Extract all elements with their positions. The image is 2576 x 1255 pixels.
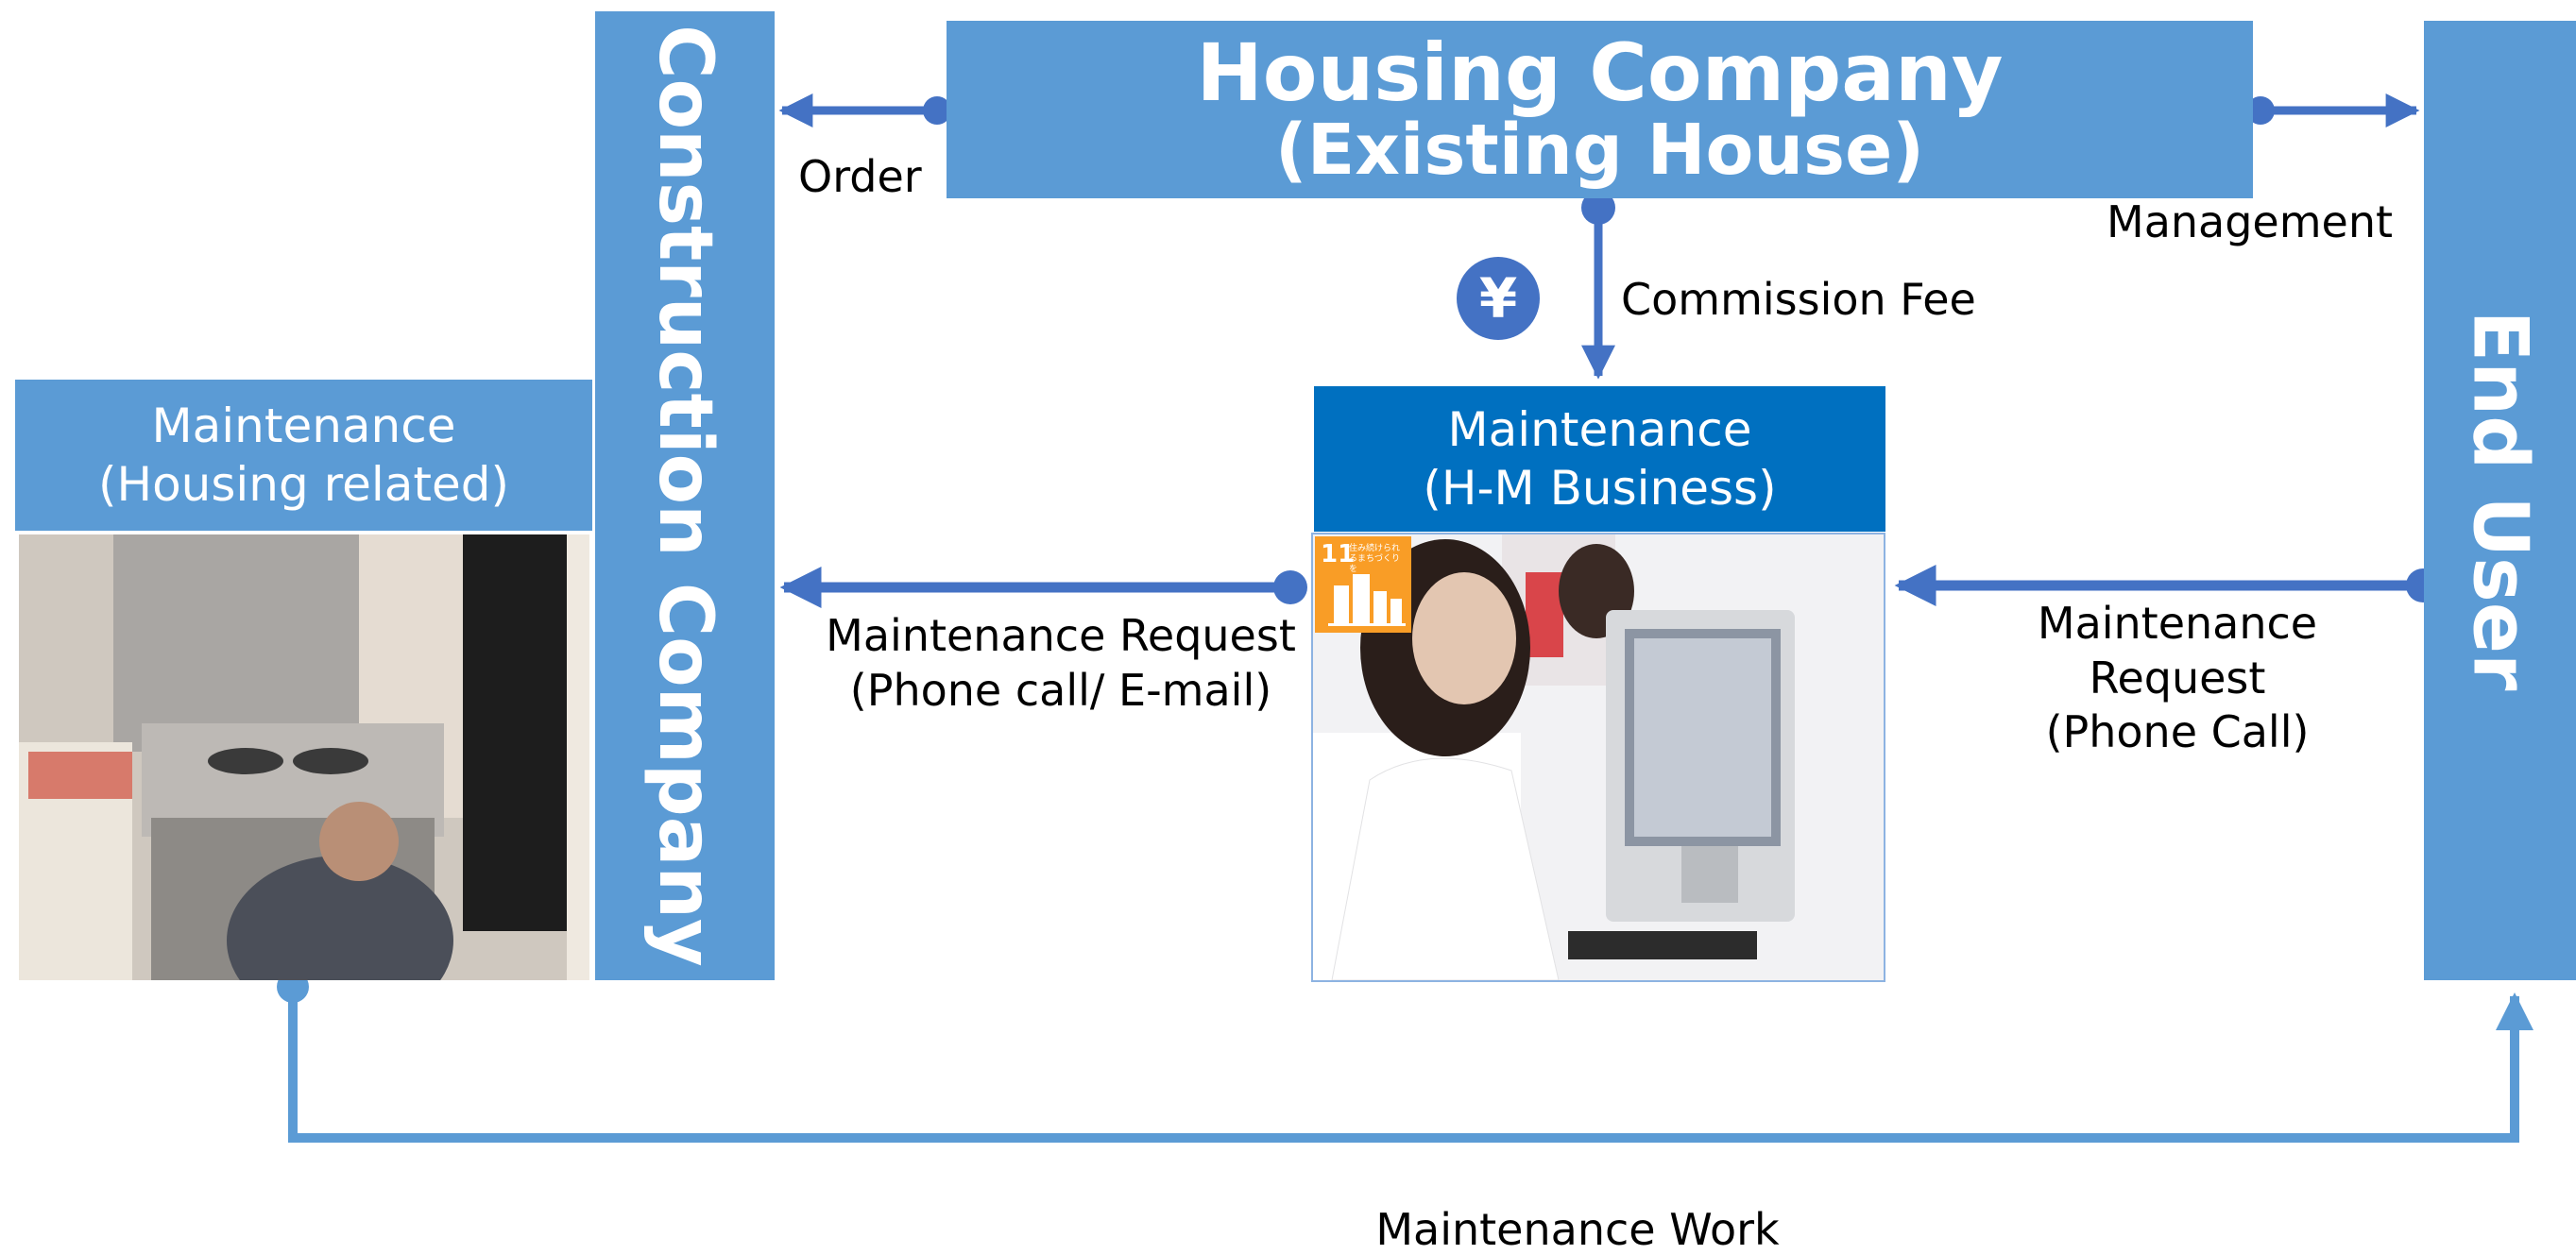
maintenance-request-left-line1: Maintenance Request bbox=[826, 610, 1296, 661]
commission-fee-arrow bbox=[1581, 191, 1615, 380]
maintenance-work-label: Maintenance Work bbox=[1375, 1204, 1780, 1255]
call-center-illustration bbox=[1313, 534, 1884, 980]
end-user-box: End User bbox=[2424, 21, 2576, 980]
construction-company-label: Construction Company bbox=[642, 25, 727, 967]
yen-icon: ¥ bbox=[1457, 257, 1540, 340]
kitchen-illustration bbox=[19, 534, 589, 980]
housing-company-box: Housing Company (Existing House) bbox=[947, 21, 2253, 198]
sdg-11-badge: 11 住み続けられるまちづくりを bbox=[1315, 536, 1411, 633]
commission-fee-label: Commission Fee bbox=[1621, 274, 1976, 325]
construction-company-box: Construction Company bbox=[595, 11, 775, 980]
maintenance-work-arrow bbox=[277, 971, 2533, 1143]
maintenance-request-left-label: Maintenance Request (Phone call/ E-mail) bbox=[820, 609, 1302, 718]
kitchen-repair-photo bbox=[19, 534, 589, 980]
maintenance-request-right-label: Maintenance Request (Phone Call) bbox=[1988, 597, 2366, 760]
housing-company-title: Housing Company bbox=[1196, 26, 2004, 120]
management-arrow bbox=[2246, 93, 2420, 127]
yen-symbol: ¥ bbox=[1478, 266, 1518, 331]
maintenance-hm-header: Maintenance (H-M Business) bbox=[1314, 386, 1885, 532]
order-arrow bbox=[778, 93, 951, 127]
maintenance-housing-title: Maintenance bbox=[151, 398, 456, 453]
maintenance-request-right-line1: Maintenance bbox=[2037, 598, 2318, 649]
housing-company-subtitle: (Existing House) bbox=[1274, 110, 1925, 192]
maintenance-request-right-line3: (Phone Call) bbox=[2045, 706, 2310, 757]
maintenance-housing-subtitle: (Housing related) bbox=[97, 457, 509, 512]
maintenance-housing-header: Maintenance (Housing related) bbox=[15, 380, 592, 531]
sdg-number: 11 bbox=[1321, 540, 1356, 568]
city-buildings-icon bbox=[1328, 574, 1406, 626]
maintenance-request-left-line2: (Phone call/ E-mail) bbox=[849, 664, 1272, 716]
call-center-photo: 11 住み続けられるまちづくりを bbox=[1311, 533, 1885, 982]
maintenance-hm-title: Maintenance bbox=[1447, 401, 1752, 457]
order-label: Order bbox=[798, 151, 922, 202]
sdg-title: 住み続けられるまちづくりを bbox=[1349, 544, 1401, 574]
maintenance-request-left-arrow bbox=[779, 567, 1307, 608]
management-label: Management bbox=[2107, 196, 2394, 247]
maintenance-hm-subtitle: (H-M Business) bbox=[1423, 461, 1777, 516]
end-user-label: End User bbox=[2456, 310, 2544, 691]
maintenance-request-right-line2: Request bbox=[2089, 652, 2266, 704]
